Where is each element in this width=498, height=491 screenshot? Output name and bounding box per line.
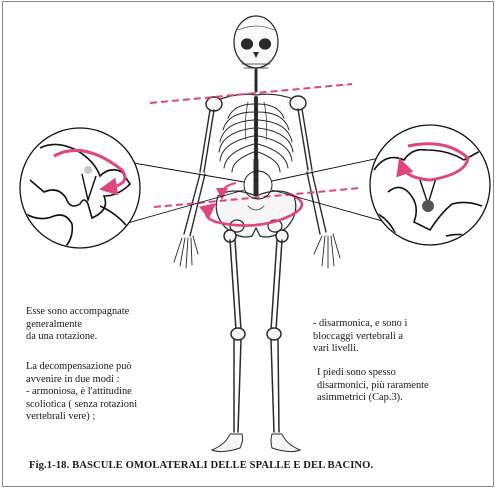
- shoulder-tilt-line: [150, 84, 352, 103]
- feet: [212, 434, 300, 452]
- hands: [174, 234, 340, 268]
- left-inset: [20, 128, 140, 262]
- skull: [234, 16, 278, 68]
- text-block-disharmonic: - disarmonica, e sono i bloccaggi verteb…: [313, 318, 478, 356]
- legs: [224, 230, 288, 432]
- figure-caption: Fig.1-18. BASCULE OMOLATERALI DELLE SPAL…: [29, 460, 489, 471]
- right-inset: [370, 125, 490, 245]
- text-block-feet-note: I piedi sono spesso disarmonici, più rar…: [317, 367, 477, 405]
- text-block-decompensation: La decompensazione può avvenire in due m…: [26, 361, 201, 424]
- text-block-rotation-note: Esse sono accompagnate generalmente da u…: [26, 306, 196, 344]
